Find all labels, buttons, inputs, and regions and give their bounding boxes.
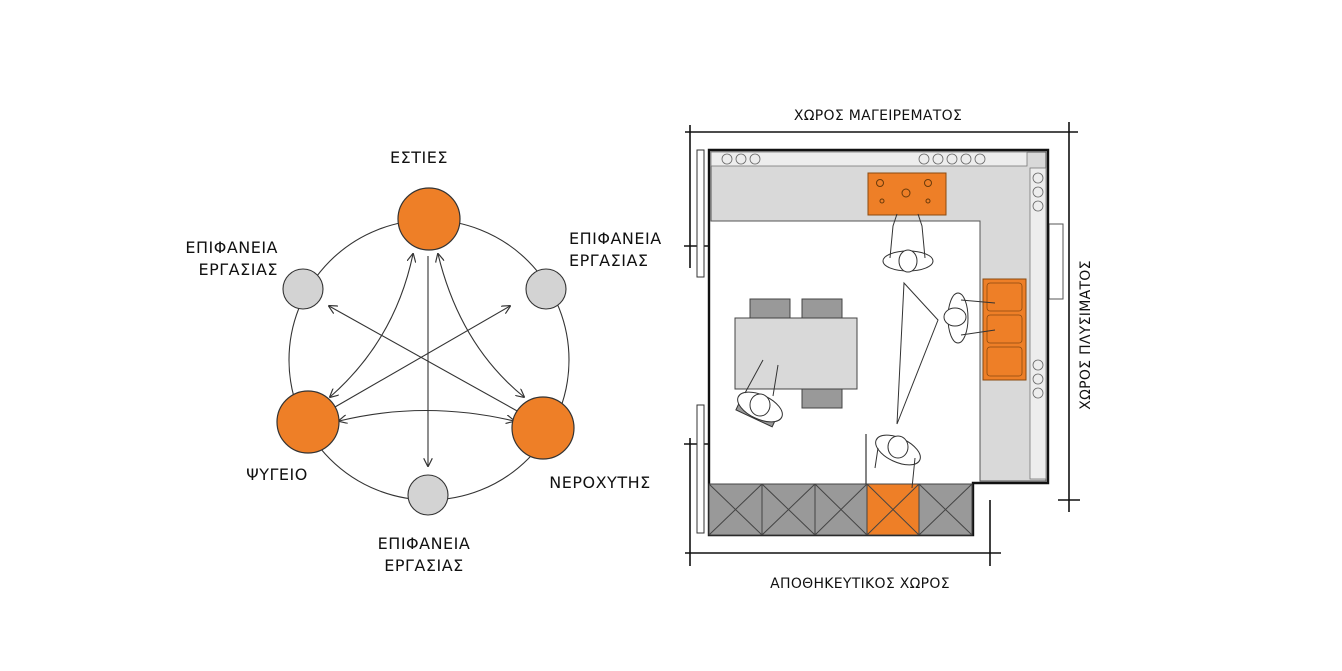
l-shaped-counter: [710, 151, 1047, 482]
label-work-right-1: ΕΠΙΦΑΝΕΙΑ: [569, 229, 662, 248]
label-work-bottom-2: ΕΡΓΑΣΙΑΣ: [384, 556, 464, 575]
arrow-hob-fridge: [330, 254, 413, 397]
label-work-right-2: ΕΡΓΑΣΙΑΣ: [569, 251, 649, 270]
arrow-hob-sink: [438, 254, 524, 397]
dining-table: [734, 317, 858, 390]
plan-work-triangle: [896, 281, 939, 425]
cabinet-knobs-top: [721, 153, 986, 165]
right-cabinet-strip: [1029, 167, 1047, 480]
cabinet-knobs-right: [1032, 172, 1044, 399]
arrow-sink-work-left: [329, 306, 520, 413]
chair-top-left: [749, 298, 791, 319]
work-triangle-diagram: ΕΣΤΙΕΣ ΨΥΓΕΙΟ ΝΕΡΟΧΥΤΗΣ ΕΠΙΦΑΝΕΙΑ ΕΡΓΑΣΙ…: [185, 148, 661, 575]
node-work-bottom: [407, 474, 449, 516]
person-at-sink: [943, 292, 996, 344]
storage-units: [708, 483, 973, 536]
sink-bowl-2: [986, 314, 1023, 344]
person-at-table: [735, 359, 783, 428]
label-work-bottom-1: ΕΠΙΦΑΝΕΙΑ: [378, 534, 471, 553]
arrows: [329, 254, 524, 466]
ring-outline: [288, 219, 570, 501]
node-work-right: [525, 268, 567, 310]
window-left-bottom: [696, 404, 705, 534]
label-work-left-2: ΕΡΓΑΣΙΑΣ: [199, 260, 279, 279]
label-washing-area: ΧΩΡΟΣ ΠΛΥΣΙΜΑΤΟΣ: [1078, 260, 1094, 410]
label-sink: ΝΕΡΟΧΥΤΗΣ: [549, 473, 650, 492]
node-hob: [397, 187, 461, 251]
chair-bottom: [801, 388, 843, 409]
label-fridge: ΨΥΓΕΙΟ: [246, 465, 308, 484]
label-storage-area: ΑΠΟΘΗΚΕΥΤΙΚΟΣ ΧΩΡΟΣ: [770, 576, 950, 592]
label-hob: ΕΣΤΙΕΣ: [390, 148, 448, 167]
person-at-fridge: [874, 434, 921, 489]
arrow-fridge-work-right: [334, 306, 510, 408]
sink-drainer: [986, 346, 1023, 377]
arrow-fridge-sink: [339, 409, 514, 422]
window-right: [1048, 223, 1064, 300]
node-work-left: [282, 268, 324, 310]
label-work-left-1: ΕΠΙΦΑΝΕΙΑ: [185, 238, 278, 257]
hob-burners: [876, 179, 932, 204]
node-fridge: [276, 390, 340, 454]
sink-bowl-1: [986, 282, 1023, 312]
node-sink: [511, 396, 575, 460]
window-left-top: [696, 149, 705, 278]
kitchen-floor-plan: ΧΩΡΟΣ ΜΑΓΕΙΡΕΜΑΤΟΣ ΑΠΟΘΗΚΕΥΤΙΚΟΣ ΧΩΡΟΣ Χ…: [684, 108, 1094, 592]
label-cooking-area: ΧΩΡΟΣ ΜΑΓΕΙΡΕΜΑΤΟΣ: [794, 108, 962, 124]
chair-top-right: [801, 298, 843, 319]
person-at-hob: [882, 213, 934, 273]
